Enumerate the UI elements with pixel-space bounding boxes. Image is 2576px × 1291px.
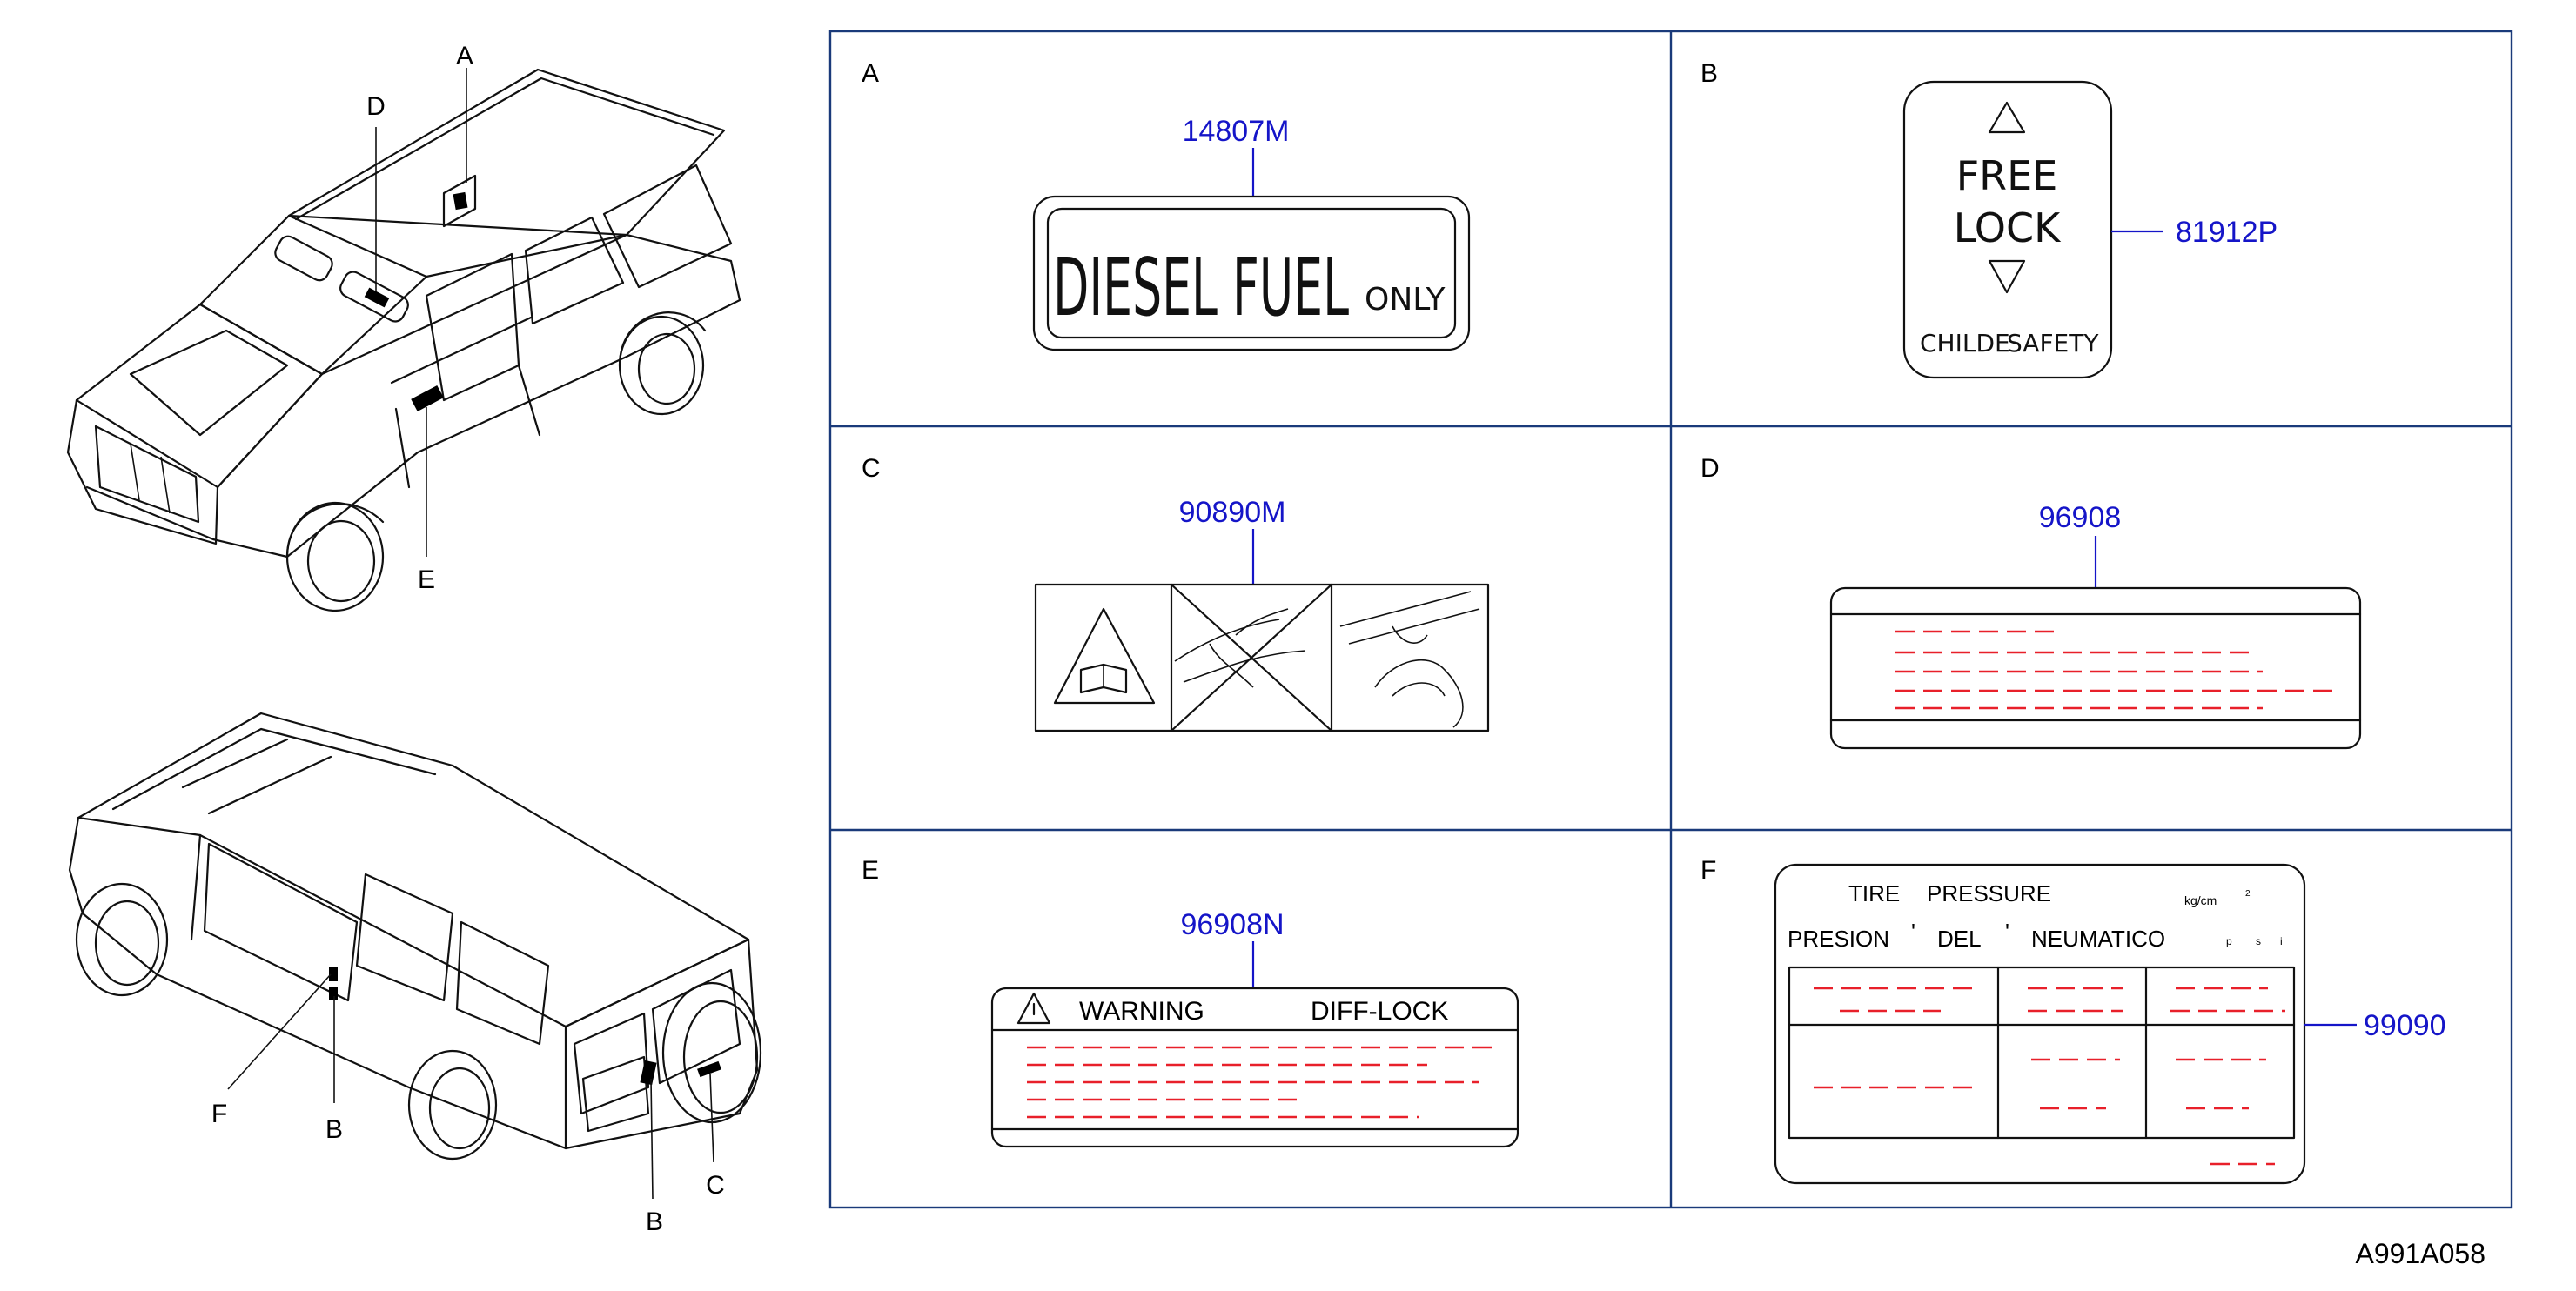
callout-a-top: A [456,42,473,70]
pressure-text: PRESSURE [1927,880,2051,906]
diagram-id: A991A058 [2356,1238,2485,1269]
panel-grid [828,30,2513,1209]
down-triangle-icon [1988,259,2026,294]
callout-b-bottom-hatch: B [646,1207,663,1236]
callout-c-bottom: C [706,1171,725,1200]
panel-d-letter: D [1701,454,1720,483]
child-safety-lock-label: FREE LOCK CHILDE SAFETY [1902,80,2113,379]
warning-triangle-icon [1016,992,1051,1025]
callout-b-bottom-door: B [325,1115,343,1144]
panel-b-letter: B [1701,59,1718,88]
childe-text: CHILDE [1920,329,2010,358]
bottom-vehicle-drawing [68,712,762,1200]
panel-b-part-number: 81912P [2176,216,2277,249]
callout-e-top: E [418,565,435,594]
diesel-fuel-text: DIESEL FUEL [1053,241,1349,334]
neumatico-text: NEUMATICO [2031,926,2165,952]
callout-d-top: D [366,92,386,121]
jack-warning-label [1034,583,1490,732]
caution-triangle-icon [1053,607,1156,705]
diff-lock-text: DIFF-LOCK [1311,997,1448,1026]
diff-lock-warning-label: WARNING DIFF-LOCK [990,987,1519,1148]
panel-e-part-number: 96908N [1180,908,1284,941]
panel-a-letter: A [862,59,879,88]
label-96908 [1829,586,2362,750]
safety-text: SAFETY [2007,329,2099,358]
del-text: DEL [1937,926,1982,952]
diesel-only-text: ONLY [1365,282,1446,318]
apostrophe-2: ' [2005,919,2009,945]
tire-text: TIRE [1848,880,1900,906]
lock-text: LOCK [1954,204,2062,251]
panel-a-part-number: 14807M [1183,115,1290,148]
diesel-fuel-label: DIESEL FUEL ONLY [1032,195,1471,351]
unit-kg-cm: kg/cm [2184,893,2217,907]
top-vehicle-drawing [66,68,741,612]
unit-superscript: 2 [2245,889,2251,899]
panel-c-part-number: 90890M [1179,496,1286,529]
up-triangle-icon [1988,101,2026,134]
psi-s: s [2256,935,2261,947]
panel-d-part-number: 96908 [2039,501,2122,534]
panel-c-letter: C [862,454,881,483]
psi-p: p [2226,935,2232,947]
tire-pressure-label: TIRE PRESSURE kg/cm 2 PRESION ' DEL ' NE… [1774,863,2306,1185]
presion-text: PRESION [1788,926,1889,952]
panel-e-letter: E [862,856,879,885]
free-text: FREE [1956,152,2058,199]
psi-i: i [2280,935,2283,947]
callout-f-bottom: F [211,1100,227,1128]
warning-text: WARNING [1079,997,1204,1026]
apostrophe-1: ' [1911,919,1915,945]
panel-f-letter: F [1701,856,1716,885]
panel-f-part-number: 99090 [2364,1009,2446,1042]
